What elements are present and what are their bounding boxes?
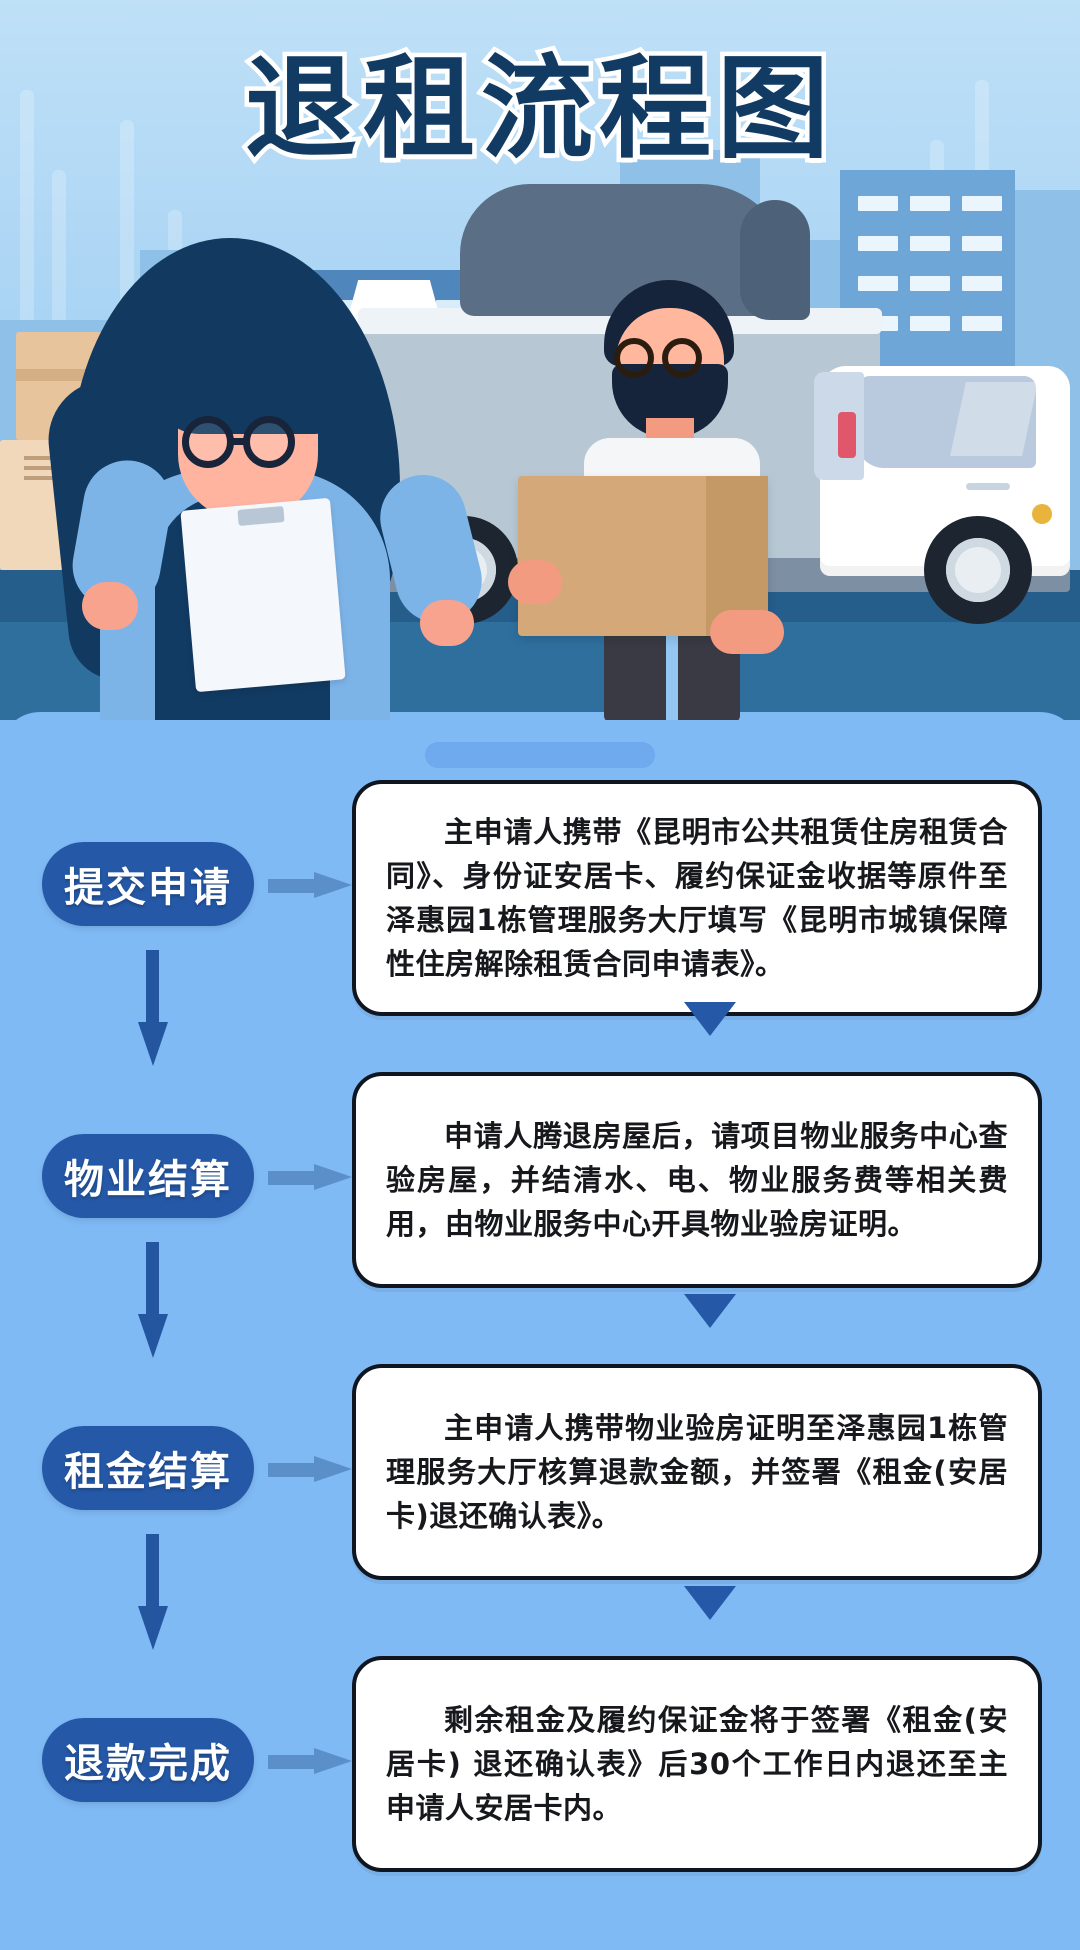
truck-wheel bbox=[924, 516, 1032, 624]
window bbox=[962, 236, 1002, 251]
woman-with-clipboard bbox=[42, 200, 491, 720]
step-pill-rent-settlement[interactable]: 租金结算 bbox=[42, 1426, 254, 1510]
window bbox=[910, 316, 950, 331]
card-down-arrow-icon bbox=[684, 1294, 736, 1328]
step-description: 申请人腾退房屋后，请项目物业服务中心查验房屋，并结清水、电、物业服务费等相关费用… bbox=[386, 1118, 1008, 1242]
man-hand bbox=[508, 560, 562, 604]
arrow-shaft bbox=[146, 1534, 159, 1612]
arrow-shaft bbox=[268, 1463, 318, 1477]
truck-windshield bbox=[856, 376, 1036, 468]
step-card-property-settlement: 申请人腾退房屋后，请项目物业服务中心查验房屋，并结清水、电、物业服务费等相关费用… bbox=[352, 1072, 1042, 1288]
flow-chart: 提交申请 主申请人携带《昆明市公共租赁住房租赁合同》、身份证安居卡、履约保证金收… bbox=[0, 780, 1080, 1948]
step-label: 租金结算 bbox=[64, 1449, 232, 1495]
carried-cardboard-box bbox=[518, 476, 768, 636]
card-down-arrow-icon bbox=[684, 1586, 736, 1620]
card-down-arrow-icon bbox=[684, 1002, 736, 1036]
window bbox=[962, 316, 1002, 331]
step-pill-refund-complete[interactable]: 退款完成 bbox=[42, 1718, 254, 1802]
step-card-rent-settlement: 主申请人携带物业验房证明至泽惠园1栋管理服务大厅核算退款金额，并签署《租金(安居… bbox=[352, 1364, 1042, 1580]
step-card-refund-complete: 剩余租金及履约保证金将于签署《租金(安居卡) 退还确认表》后30个工作日内退还至… bbox=[352, 1656, 1042, 1872]
step-down-arrow-icon bbox=[138, 1534, 168, 1650]
woman-hand bbox=[420, 600, 474, 646]
window bbox=[858, 236, 898, 251]
flow-panel: 提交申请 主申请人携带《昆明市公共租赁住房租赁合同》、身份证安居卡、履约保证金收… bbox=[0, 712, 1080, 1950]
flow-row: 提交申请 主申请人携带《昆明市公共租赁住房租赁合同》、身份证安居卡、履约保证金收… bbox=[0, 780, 1080, 1072]
arrow-head bbox=[314, 1748, 352, 1774]
window bbox=[858, 196, 898, 211]
arrow-shaft bbox=[268, 1171, 318, 1185]
arrow-shaft bbox=[146, 950, 159, 1028]
glasses-icon bbox=[662, 338, 702, 378]
man-carrying-box bbox=[508, 280, 790, 720]
step-down-arrow-icon bbox=[138, 950, 168, 1066]
clipboard bbox=[180, 497, 346, 693]
arrow-shaft bbox=[268, 879, 318, 893]
truck-headlight bbox=[1032, 504, 1052, 524]
step-pill-submit-application[interactable]: 提交申请 bbox=[42, 842, 254, 926]
window bbox=[858, 276, 898, 291]
hero-illustration: 退租流程图 bbox=[0, 0, 1080, 720]
sofa-armrest bbox=[740, 200, 810, 320]
glasses-bridge-icon bbox=[232, 438, 248, 445]
arrow-head bbox=[138, 1022, 168, 1066]
step-description: 剩余租金及履约保证金将于签署《租金(安居卡) 退还确认表》后30个工作日内退还至… bbox=[386, 1702, 1008, 1826]
step-to-card-arrow-icon bbox=[268, 1164, 352, 1190]
window bbox=[962, 276, 1002, 291]
window bbox=[910, 276, 950, 291]
arrow-head bbox=[138, 1314, 168, 1358]
step-to-card-arrow-icon bbox=[268, 872, 352, 898]
sofa-on-truck bbox=[460, 184, 790, 316]
flow-row: 物业结算 申请人腾退房屋后，请项目物业服务中心查验房屋，并结清水、电、物业服务费… bbox=[0, 1072, 1080, 1364]
man-leg-gap bbox=[666, 612, 678, 720]
fire-extinguisher-icon bbox=[838, 412, 856, 458]
arrow-shaft bbox=[146, 1242, 159, 1320]
step-description: 主申请人携带《昆明市公共租赁住房租赁合同》、身份证安居卡、履约保证金收据等原件至… bbox=[386, 815, 1008, 982]
step-label: 物业结算 bbox=[64, 1157, 232, 1203]
step-to-card-arrow-icon bbox=[268, 1748, 352, 1774]
man-hand bbox=[710, 610, 784, 654]
woman-hand bbox=[82, 582, 138, 630]
step-label: 退款完成 bbox=[64, 1741, 232, 1787]
step-down-arrow-icon bbox=[138, 1242, 168, 1358]
flow-row: 退款完成 剩余租金及履约保证金将于签署《租金(安居卡) 退还确认表》后30个工作… bbox=[0, 1656, 1080, 1948]
title-container: 退租流程图 bbox=[0, 18, 1080, 180]
glasses-icon bbox=[243, 416, 295, 468]
arrow-head bbox=[314, 1456, 352, 1482]
panel-handle bbox=[425, 742, 655, 768]
box-flap bbox=[706, 476, 768, 636]
step-description: 主申请人携带物业验房证明至泽惠园1栋管理服务大厅核算退款金额，并签署《租金(安居… bbox=[386, 1410, 1008, 1534]
step-to-card-arrow-icon bbox=[268, 1456, 352, 1482]
window bbox=[962, 196, 1002, 211]
page-title: 退租流程图 bbox=[241, 40, 835, 179]
step-pill-property-settlement[interactable]: 物业结算 bbox=[42, 1134, 254, 1218]
wheel-hub bbox=[970, 562, 986, 578]
glasses-icon bbox=[182, 416, 234, 468]
flow-row: 租金结算 主申请人携带物业验房证明至泽惠园1栋管理服务大厅核算退款金额，并签署《… bbox=[0, 1364, 1080, 1656]
arrow-head bbox=[138, 1606, 168, 1650]
step-label: 提交申请 bbox=[64, 865, 232, 911]
arrow-shaft bbox=[268, 1755, 318, 1769]
arrow-head bbox=[314, 872, 352, 898]
step-card-submit-application: 主申请人携带《昆明市公共租赁住房租赁合同》、身份证安居卡、履约保证金收据等原件至… bbox=[352, 780, 1042, 1017]
window bbox=[910, 236, 950, 251]
arrow-head bbox=[314, 1164, 352, 1190]
truck-door-handle bbox=[966, 483, 1010, 490]
window bbox=[910, 196, 950, 211]
glasses-icon bbox=[614, 338, 654, 378]
